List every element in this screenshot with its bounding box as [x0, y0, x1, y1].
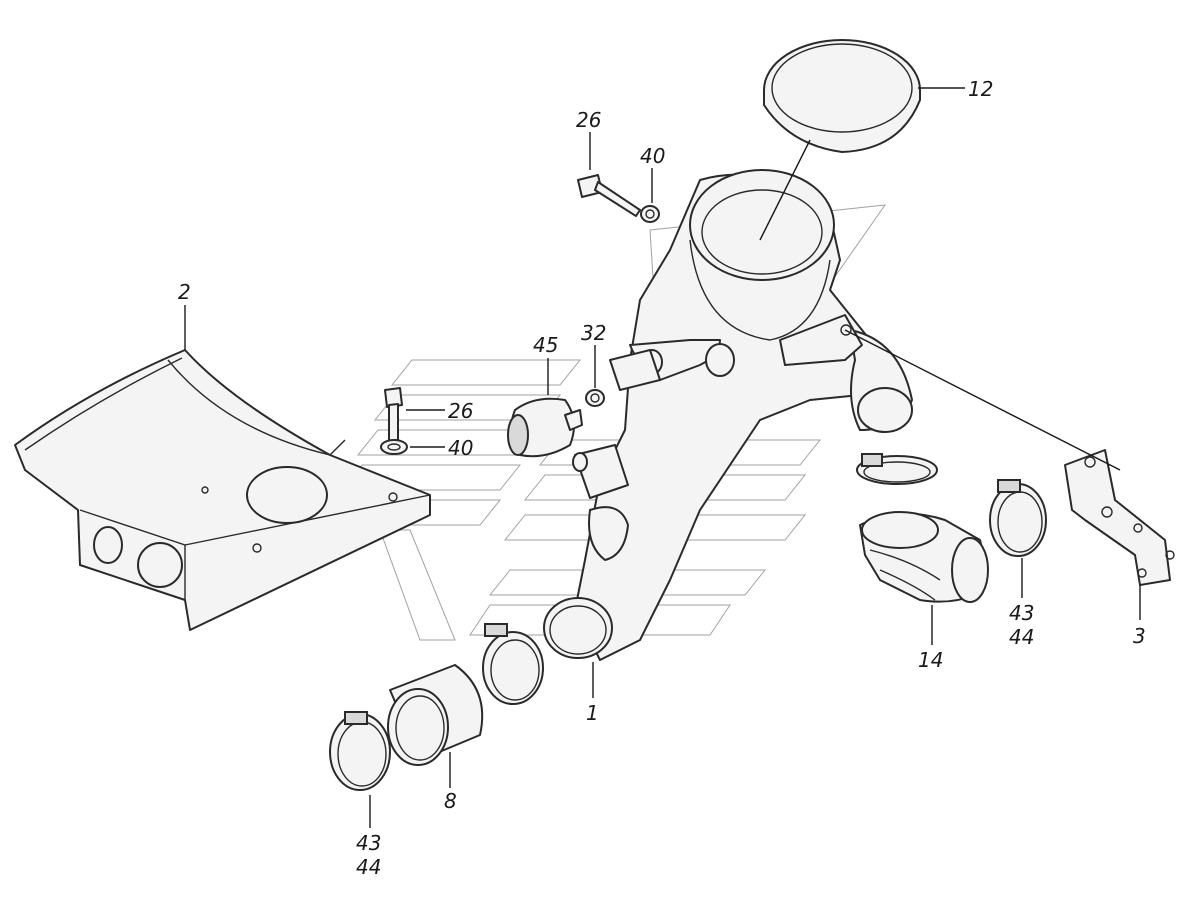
- label-part-43-left: 43: [356, 831, 381, 855]
- bolt-upper: [577, 174, 641, 217]
- elbow-hose: [859, 511, 989, 603]
- callout-labels: 2 12 26 40 26 40 45 32 3 14 43 44 1 8 43…: [178, 77, 1146, 879]
- label-part-43-right: 43: [1009, 601, 1034, 625]
- label-part-32: 32: [581, 321, 606, 345]
- washer-32: [585, 389, 605, 407]
- label-part-26-lower: 26: [448, 399, 473, 423]
- label-part-3: 3: [1133, 624, 1146, 648]
- label-part-45: 45: [533, 333, 558, 357]
- label-part-40-lower: 40: [448, 436, 473, 460]
- heat-shield-tray: [14, 349, 431, 631]
- label-part-44-left: 44: [356, 855, 381, 879]
- label-part-12: 12: [968, 77, 993, 101]
- label-part-14: 14: [918, 648, 943, 672]
- cap: [763, 39, 921, 153]
- label-part-44-right: 44: [1009, 625, 1034, 649]
- label-part-8: 8: [444, 789, 457, 813]
- intake-pipe: [543, 169, 913, 661]
- label-part-40-upper: 40: [640, 144, 665, 168]
- clamp-right: [989, 479, 1047, 557]
- sleeve: [387, 664, 484, 766]
- label-part-1: 1: [586, 701, 599, 725]
- label-part-2: 2: [178, 280, 191, 304]
- sensor: [507, 397, 583, 458]
- bolt-lower: [384, 387, 403, 442]
- leader-lines: [184, 87, 1141, 828]
- clamp-lower-left: [329, 711, 391, 791]
- washer-upper: [640, 205, 660, 223]
- clamp-middle: [482, 623, 544, 705]
- clamp-upper-right: [856, 453, 938, 485]
- bracket: [1064, 449, 1175, 586]
- hose-stub: [572, 444, 629, 499]
- washer-lower: [380, 439, 408, 455]
- label-part-26-upper: 26: [576, 108, 601, 132]
